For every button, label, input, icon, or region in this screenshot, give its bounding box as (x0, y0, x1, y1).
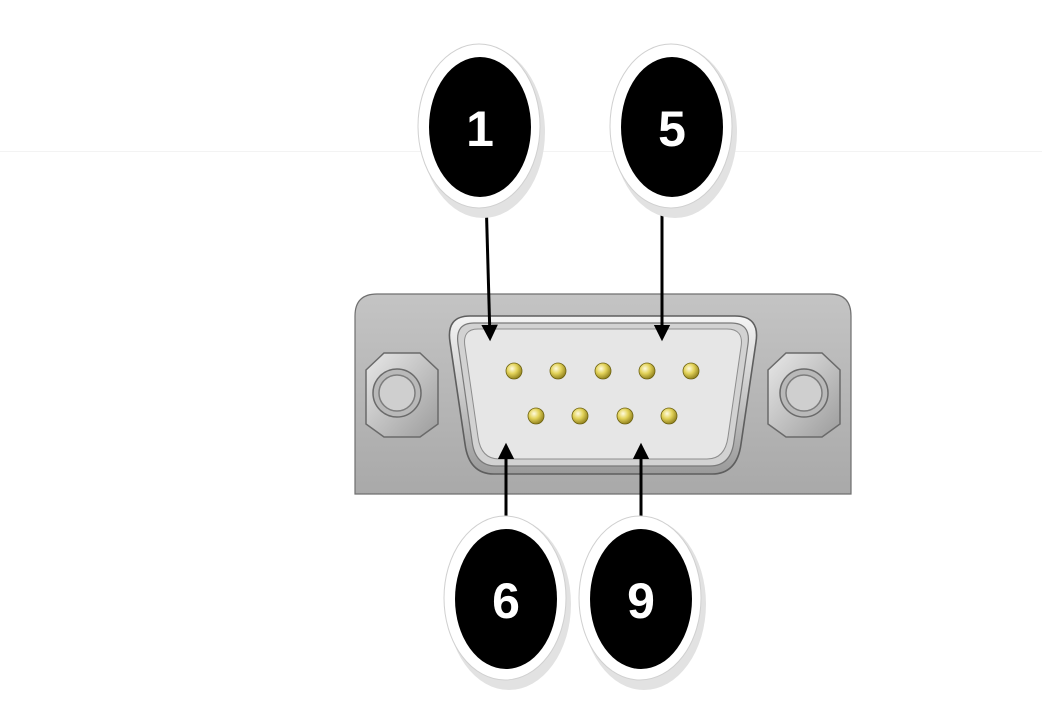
pin-1-badge: 1 (417, 43, 545, 218)
pin-5-badge: 5 (609, 43, 737, 218)
right-mounting-nut (767, 352, 841, 438)
pin-6-label: 6 (492, 573, 520, 629)
pin-6-badge: 6 (443, 515, 571, 690)
pin-9-label: 9 (627, 573, 655, 629)
pin (527, 407, 545, 425)
pin-1-arrow (481, 195, 498, 342)
connector-insert (464, 328, 742, 460)
pin (660, 407, 678, 425)
pin-row-top (505, 362, 700, 380)
pin (682, 362, 700, 380)
pin (638, 362, 656, 380)
pin-row-bottom (527, 407, 678, 425)
pin-1-label: 1 (466, 101, 494, 157)
pin (549, 362, 567, 380)
pin (505, 362, 523, 380)
left-mounting-nut (365, 352, 439, 438)
pin (571, 407, 589, 425)
pin-5-label: 5 (658, 101, 686, 157)
pin-9-badge: 9 (578, 515, 706, 690)
pin (594, 362, 612, 380)
pin (616, 407, 634, 425)
